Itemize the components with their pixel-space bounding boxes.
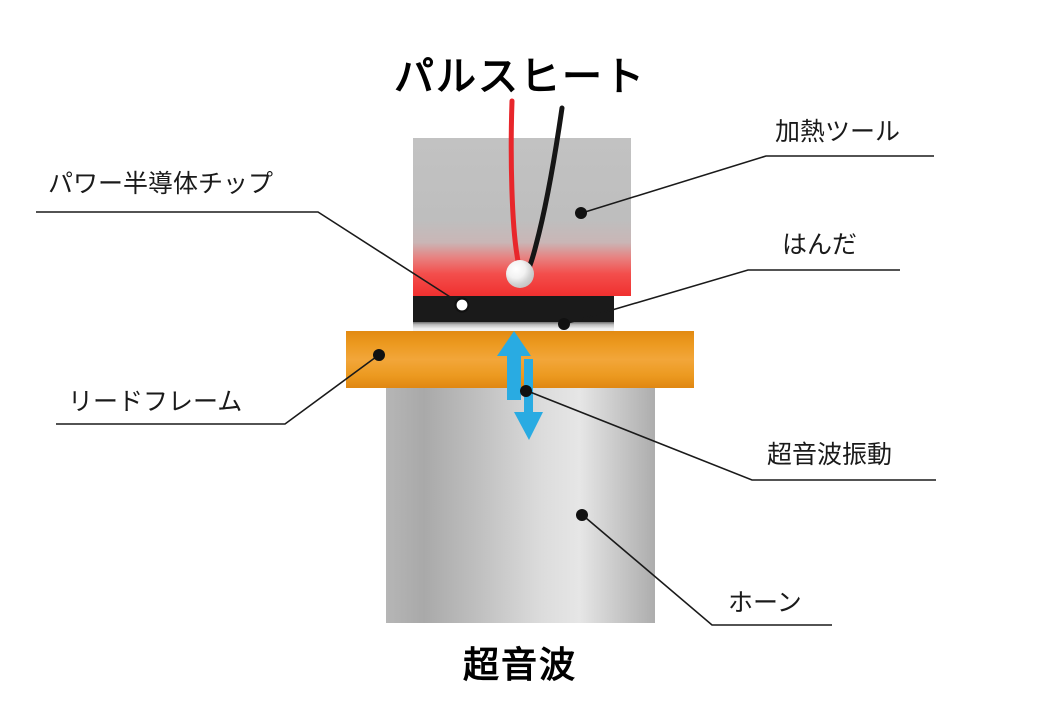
marker-horn (576, 509, 588, 521)
label-power-semiconductor-chip: パワー半導体チップ (48, 171, 274, 198)
leader-power-semiconductor-chip (36, 211, 459, 303)
leader-solder (567, 269, 900, 324)
label-lead-frame: リードフレーム (68, 389, 243, 416)
vibration-arrow-up-icon (497, 331, 531, 400)
marker-power-semiconductor-chip (454, 297, 470, 313)
label-solder: はんだ (782, 232, 858, 259)
marker-lead-frame (373, 349, 385, 361)
leader-lead-frame (56, 356, 377, 425)
marker-solder (558, 318, 570, 330)
thermocouple-bead (506, 260, 534, 288)
leader-ultrasonic-vibration (529, 391, 936, 481)
marker-heating-tool (575, 207, 587, 219)
label-horn: ホーン (728, 590, 802, 617)
vibration-arrow-down-icon (514, 359, 543, 440)
label-heating-tool: 加熱ツール (775, 119, 901, 146)
power-semiconductor-chip-body (413, 296, 614, 322)
bottom-title: 超音波 (462, 644, 577, 685)
top-title: パルスヒート (394, 55, 646, 99)
marker-ultrasonic-vibration (520, 385, 532, 397)
leader-horn (585, 517, 832, 626)
leader-heating-tool (584, 155, 934, 213)
label-ultrasonic-vibration: 超音波振動 (767, 442, 893, 469)
